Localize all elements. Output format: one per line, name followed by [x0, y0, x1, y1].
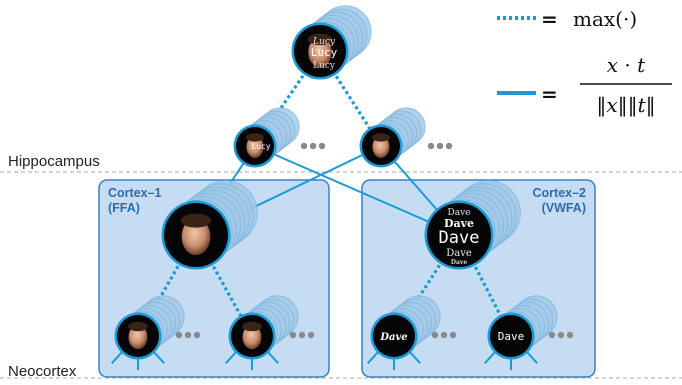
leaf-3-leg [367, 350, 381, 364]
node-leaf-3-disc [373, 315, 415, 357]
node-leaf-4-text: Dave [498, 330, 525, 343]
node-leaf-4: Dave [487, 312, 535, 360]
node-cortex-1-hair [180, 213, 212, 228]
node-hipp-left-face-icon [246, 135, 264, 158]
node-leaf-1-hair [128, 321, 148, 332]
hipp-right-dot [436, 142, 444, 150]
node-leaf-2-face-icon [242, 324, 262, 350]
legend-equals-2: = [541, 82, 558, 106]
cortex-2-area: (VWFA) [542, 201, 586, 215]
leaf-4-leg [524, 350, 538, 364]
node-leaf-2 [228, 312, 276, 360]
hipp-left-ellipsis-icon [300, 142, 326, 150]
leaf-4-dot [557, 331, 565, 339]
node-leaf-1 [114, 312, 162, 360]
node-cortex-2-text: Dave [439, 228, 480, 248]
leaf-2-dot [307, 331, 315, 339]
leaf-4-ellipsis-icon [548, 331, 574, 339]
node-hipp-left-text: Lucy [251, 142, 270, 151]
cortex-1-area: (FFA) [108, 201, 140, 215]
node-cortex-2-text: Dave [446, 248, 472, 259]
edge-hippleft-c2 [254, 145, 460, 236]
node-top-hair [307, 33, 333, 46]
hipp-right-dot [427, 142, 435, 150]
node-leaf-1-face-icon [128, 324, 148, 350]
leaf-2-leg [265, 350, 279, 364]
node-top-text: Lucy [311, 46, 338, 59]
leaf-4-dot [548, 331, 556, 339]
hipp-left-dot [309, 142, 317, 150]
hippocampus-label: Hippocampus [8, 153, 100, 170]
legend-denominator: ‖x‖‖t‖ [596, 93, 655, 118]
leaf-3-leg [407, 350, 421, 364]
leaf-4-leg [484, 350, 498, 364]
leaf-3-dot [440, 331, 448, 339]
leaf-1-dot [175, 331, 183, 339]
hipp-left-dot [300, 142, 308, 150]
cortex-2-title: Cortex–2 [533, 186, 587, 200]
leaf-3-dot [431, 331, 439, 339]
node-hipp-left: Lucy [233, 124, 277, 168]
node-leaf-3-text: Dave [379, 332, 407, 343]
node-top-face-icon [308, 37, 332, 68]
node-cortex-2-disc [427, 203, 491, 267]
leaf-2-dot [289, 331, 297, 339]
node-cortex-2-text: Dave [444, 217, 474, 230]
nodes: LucyLucyLucyLucyDaveDaveDaveDaveDaveDave… [114, 5, 574, 360]
cortex-1-title: Cortex–1 [108, 186, 162, 200]
node-cortex-1-face-icon [181, 218, 211, 256]
node-cortex-1 [161, 200, 231, 270]
node-leaf-3: Dave [370, 312, 418, 360]
leaf-3-dot [449, 331, 457, 339]
node-top-text: Lucy [312, 37, 336, 47]
leaf-3-ellipsis-icon [431, 331, 457, 339]
node-hipp-right-hair [372, 133, 390, 142]
leaf-2-ellipsis-icon [289, 331, 315, 339]
legend: = max(·) = x · t ‖x‖‖t‖ [497, 7, 672, 118]
node-hipp-right-face-icon [372, 135, 390, 158]
hipp-left-dot [318, 142, 326, 150]
node-leaf-2-hair [242, 321, 262, 332]
legend-numerator: x · t [607, 53, 646, 77]
leaf-2-leg [225, 350, 239, 364]
node-cortex-2-text: Dave [448, 208, 471, 218]
leaf-4-dot [566, 331, 574, 339]
leaf-1-dot [184, 331, 192, 339]
leaf-1-leg [151, 350, 165, 364]
legend-equals-1: = [541, 7, 558, 31]
node-leaf-4-disc [490, 315, 532, 357]
hipp-right-ellipsis-icon [427, 142, 453, 150]
neocortex-label: Neocortex [8, 363, 77, 380]
leaf-1-leg [111, 350, 125, 364]
node-hipp-right [359, 124, 403, 168]
leaf-2-dot [298, 331, 306, 339]
leaf-1-ellipsis-icon [175, 331, 201, 339]
legend-max: max(·) [573, 7, 637, 31]
leaf-1-dot [193, 331, 201, 339]
hipp-right-dot [445, 142, 453, 150]
node-cortex-2-text: Dave [451, 259, 468, 266]
node-top-text: Lucy [313, 61, 336, 71]
node-hipp-left-hair [246, 133, 264, 142]
